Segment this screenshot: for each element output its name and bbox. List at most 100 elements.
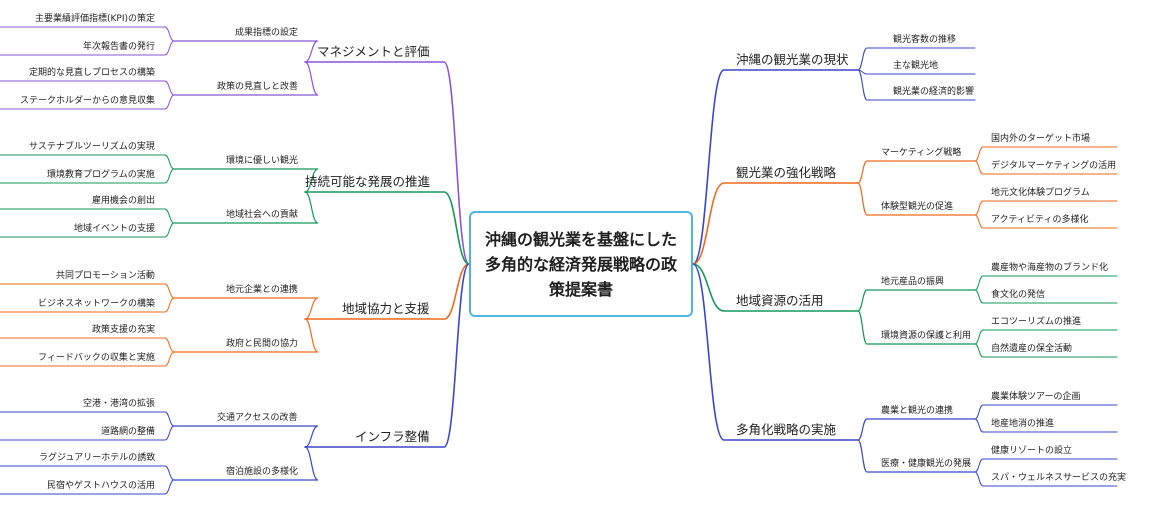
subtopic-label[interactable]: 医療・健康観光の発展 xyxy=(881,459,972,469)
subtopic-label[interactable]: 宿泊施設の多様化 xyxy=(226,467,299,477)
leaf-line xyxy=(974,160,1118,175)
topic-right-2[interactable]: 観光業の強化戦略 xyxy=(736,165,837,180)
subtopic-label[interactable]: 観光業の経済的影響 xyxy=(893,87,975,97)
topic-left-3[interactable]: 地域協力と支援 xyxy=(342,301,430,316)
leaf-label[interactable]: 地産地消の推進 xyxy=(991,419,1055,429)
branch-line-right xyxy=(692,182,859,265)
subtopic-label[interactable]: 体験型観光の促進 xyxy=(881,202,954,212)
subtopic-label[interactable]: 地元産品の振興 xyxy=(881,277,945,287)
subtopic-label[interactable]: 観光客数の推移 xyxy=(893,35,957,45)
topic-right-4[interactable]: 多角化戦略の実施 xyxy=(736,422,837,437)
leaf-label[interactable]: 農業体験ツアーの企画 xyxy=(991,392,1081,402)
topic-right-3[interactable]: 地域資源の活用 xyxy=(736,293,824,308)
leaf-line xyxy=(0,479,175,495)
subtopic-label[interactable]: 主な観光地 xyxy=(893,61,939,71)
leaf-line xyxy=(974,200,1118,216)
subtopic-label[interactable]: 政策の見直しと改善 xyxy=(217,82,299,92)
subtopic-label[interactable]: 政府と民間の協力 xyxy=(226,339,299,349)
topic-left-4[interactable]: インフラ整備 xyxy=(355,429,430,444)
topic-left-2[interactable]: 持続可能な発展の推進 xyxy=(305,174,431,189)
leaf-label[interactable]: 年次報告書の発行 xyxy=(83,42,156,52)
leaf-label[interactable]: 地域イベントの支援 xyxy=(74,224,156,234)
leaf-label[interactable]: 主要業績評価指標(KPI)の策定 xyxy=(35,14,156,24)
leaf-line xyxy=(0,80,175,96)
leaf-label[interactable]: 健康リゾートの設立 xyxy=(991,446,1073,456)
leaf-line xyxy=(0,297,175,313)
leaf-label[interactable]: 国内外のターゲット市場 xyxy=(991,134,1091,144)
leaf-line xyxy=(0,208,175,224)
leaf-line xyxy=(0,94,175,110)
leaf-label[interactable]: 空港・港湾の拡張 xyxy=(83,399,156,409)
leaf-label[interactable]: 雇用機会の創出 xyxy=(92,196,156,206)
subtopic-line xyxy=(173,191,319,224)
subtopic-label[interactable]: マーケティング戦略 xyxy=(881,148,962,158)
leaf-label[interactable]: 定期的な見直しプロセスの構築 xyxy=(29,68,156,78)
leaf-label[interactable]: ビジネスネットワークの構築 xyxy=(38,299,156,309)
subtopic-line xyxy=(173,318,319,353)
leaf-label[interactable]: スパ・ウェルネスサービスの充実 xyxy=(991,473,1127,483)
subtopic-label[interactable]: 成果指標の設定 xyxy=(235,28,299,38)
leaf-line xyxy=(974,214,1118,229)
leaf-line xyxy=(974,458,1118,473)
leaf-line xyxy=(0,154,175,170)
subtopic-line xyxy=(857,439,976,473)
branch-line-left xyxy=(304,263,470,320)
subtopic-line xyxy=(173,425,319,448)
subtopic-line xyxy=(173,61,319,96)
branch-line-right xyxy=(692,263,859,312)
leaf-label[interactable]: 食文化の発信 xyxy=(991,290,1046,300)
leaf-label[interactable]: 自然遺産の保全活動 xyxy=(991,344,1073,354)
leaf-line xyxy=(0,26,175,42)
subtopic-label[interactable]: 環境資源の保護と利用 xyxy=(881,331,972,341)
branch-line-left xyxy=(304,263,470,448)
leaf-line xyxy=(974,471,1118,487)
leaf-label[interactable]: 共同プロモーション活動 xyxy=(56,271,155,281)
subtopic-line xyxy=(857,69,976,101)
subtopic-label[interactable]: 環境に優しい観光 xyxy=(226,156,299,166)
central-topic-label: 沖縄の観光業を基盤にした多角的な経済発展戦略の政策提案書 xyxy=(484,229,677,299)
branch-line-left xyxy=(304,61,470,265)
leaf-label[interactable]: サステナブルツーリズムの実現 xyxy=(29,142,155,152)
topic-left-1[interactable]: マネジメントと評価 xyxy=(317,44,430,59)
leaf-line xyxy=(974,329,1118,345)
leaf-line xyxy=(0,411,175,427)
subtopic-line xyxy=(857,69,976,75)
subtopic-label[interactable]: 農業と観光の連携 xyxy=(881,406,954,416)
branch-line-right xyxy=(692,263,859,441)
leaf-line xyxy=(974,275,1118,291)
subtopic-line xyxy=(857,47,976,71)
central-topic[interactable]: 沖縄の観光業を基盤にした多角的な経済発展戦略の政策提案書 xyxy=(469,211,693,317)
leaf-label[interactable]: 環境教育プログラムの実施 xyxy=(47,170,155,180)
leaf-label[interactable]: ラグジュアリーホテルの誘致 xyxy=(39,453,156,463)
subtopic-label[interactable]: 交通アクセスの改善 xyxy=(217,413,298,423)
leaf-label[interactable]: 農産物や海産物のブランド化 xyxy=(991,263,1109,273)
leaf-label[interactable]: エコツーリズムの推進 xyxy=(991,317,1082,327)
subtopic-line xyxy=(857,182,976,216)
leaf-line xyxy=(0,222,175,238)
subtopic-line xyxy=(857,418,976,441)
leaf-line xyxy=(974,343,1118,358)
branch-line-left xyxy=(304,191,470,265)
leaf-label[interactable]: フィードバックの収集と実施 xyxy=(38,353,155,363)
leaf-label[interactable]: アクティビティの多様化 xyxy=(991,215,1089,225)
leaf-label[interactable]: 地元文化体験プログラム xyxy=(991,188,1090,198)
leaf-line xyxy=(0,351,175,367)
leaf-label[interactable]: ステークホルダーからの意見収集 xyxy=(20,96,156,106)
leaf-label[interactable]: 道路網の整備 xyxy=(101,427,156,437)
subtopic-label[interactable]: 地域社会への貢献 xyxy=(226,210,299,220)
leaf-line xyxy=(0,425,175,441)
subtopic-line xyxy=(857,160,976,184)
leaf-line xyxy=(974,146,1118,162)
topic-right-1[interactable]: 沖縄の観光業の現状 xyxy=(736,52,849,67)
subtopic-line xyxy=(173,40,319,63)
leaf-label[interactable]: デジタルマーケティングの活用 xyxy=(991,161,1117,171)
leaf-line xyxy=(974,404,1118,420)
subtopic-line xyxy=(173,446,319,481)
subtopic-label[interactable]: 地元企業との連携 xyxy=(226,285,298,295)
leaf-line xyxy=(0,40,175,56)
leaf-label[interactable]: 民宿やゲストハウスの活用 xyxy=(47,481,156,491)
leaf-label[interactable]: 政策支援の充実 xyxy=(92,325,156,335)
subtopic-line xyxy=(857,310,976,345)
